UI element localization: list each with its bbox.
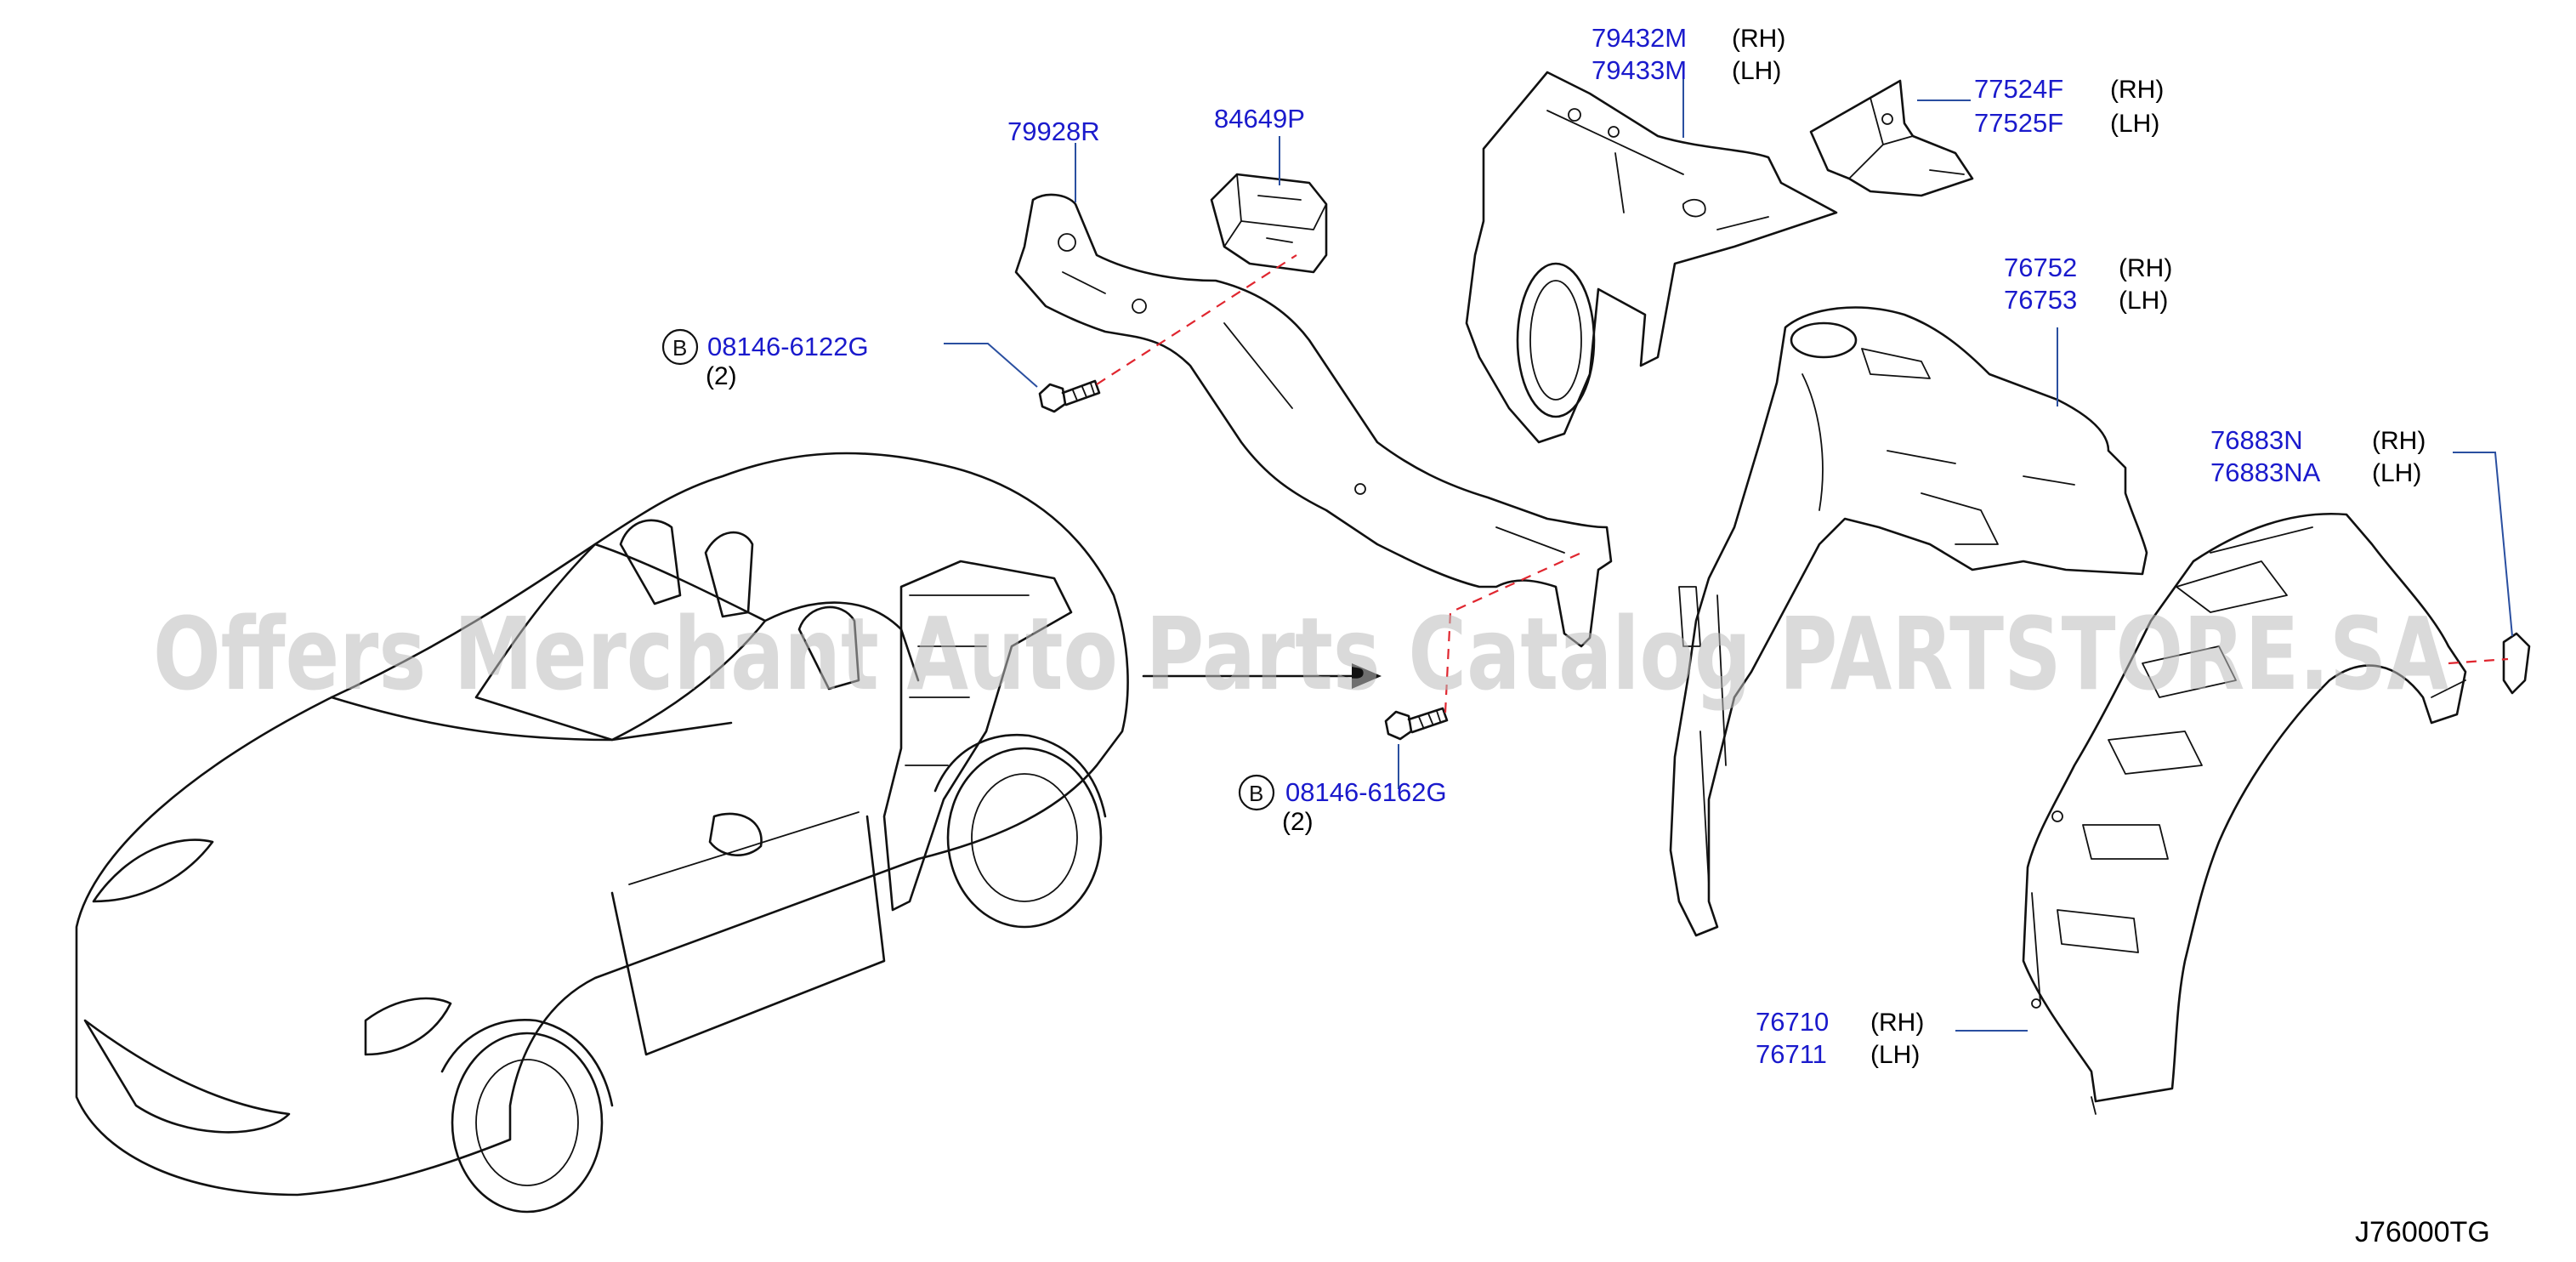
- part-76752-drawing: [1669, 306, 2148, 937]
- part-number-76752[interactable]: 76752: [2004, 253, 2077, 282]
- part-number-76883N[interactable]: 76883N: [2210, 425, 2303, 455]
- side-label-76883NA: (LH): [2372, 459, 2421, 487]
- bolt-badge-b-1: B: [661, 328, 699, 366]
- quantity-08146-6122G: (2): [706, 362, 737, 390]
- side-label-77525F: (LH): [2110, 110, 2159, 138]
- leader-76883N: [2453, 452, 2513, 637]
- side-label-79432M: (RH): [1732, 25, 1785, 53]
- part-number-77525F[interactable]: 77525F: [1974, 108, 2063, 138]
- side-label-76710: (RH): [1870, 1009, 1924, 1037]
- arrow-head-icon: [1352, 663, 1382, 689]
- part-84649P-drawing: [1210, 173, 1328, 274]
- side-label-76711: (LH): [1870, 1041, 1920, 1069]
- quantity-08146-6162G: (2): [1282, 808, 1314, 836]
- svg-text:B: B: [1249, 781, 1263, 806]
- part-number-79432M[interactable]: 79432M: [1592, 23, 1687, 53]
- part-number-76711[interactable]: 76711: [1756, 1039, 1827, 1069]
- part-76883N-drawing: [2502, 632, 2531, 695]
- part-number-08146-6122G[interactable]: 08146-6122G: [707, 332, 869, 361]
- part-number-77524F[interactable]: 77524F: [1974, 74, 2063, 104]
- assembly-line-right: [2448, 657, 2509, 665]
- car-illustration: [75, 452, 1382, 1214]
- side-label-79433M: (LH): [1732, 57, 1781, 85]
- side-label-76753: (LH): [2119, 287, 2168, 315]
- part-79928R-drawing: [1014, 193, 1613, 648]
- side-label-76752: (RH): [2119, 254, 2172, 282]
- part-77524F-drawing: [1809, 79, 1974, 197]
- part-number-79928R[interactable]: 79928R: [1007, 117, 1100, 146]
- assembly-line-upper: [1096, 254, 1297, 385]
- part-number-76753[interactable]: 76753: [2004, 285, 2077, 315]
- leader-bolt-6122G: [944, 343, 1038, 388]
- diagram-code: J76000TG: [2355, 1216, 2490, 1248]
- part-number-76710[interactable]: 76710: [1756, 1007, 1829, 1037]
- bolt-08146-6162G-drawing: [1384, 707, 1449, 741]
- watermark: Offers Merchant Auto Parts Catalog PARTS…: [153, 595, 2448, 713]
- part-number-08146-6162G[interactable]: 08146-6162G: [1285, 777, 1447, 807]
- part-number-84649P[interactable]: 84649P: [1214, 104, 1305, 134]
- side-label-76883N: (RH): [2372, 427, 2426, 455]
- part-number-79433M[interactable]: 79433M: [1592, 55, 1687, 85]
- part-76710-drawing: [2022, 513, 2467, 1115]
- part-number-76883NA[interactable]: 76883NA: [2210, 458, 2321, 487]
- svg-text:B: B: [672, 335, 687, 361]
- bolt-08146-6122G-drawing: [1038, 379, 1101, 413]
- bolt-badge-b-2: B: [1238, 774, 1275, 811]
- side-label-77524F: (RH): [2110, 76, 2164, 104]
- part-79432M-drawing: [1465, 71, 1838, 444]
